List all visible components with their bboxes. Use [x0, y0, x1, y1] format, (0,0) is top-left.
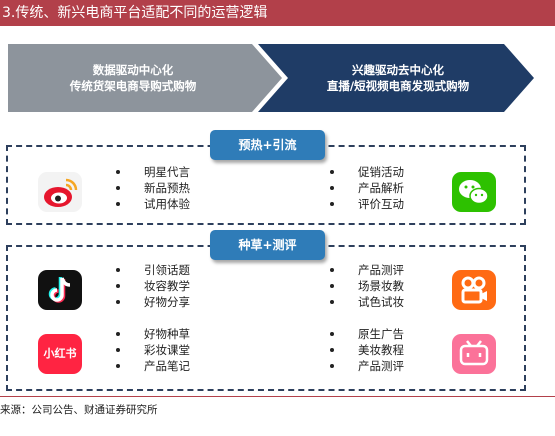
left-arrow-line2: 传统货架电商导购式购物 — [69, 79, 197, 93]
right-arrow-shape — [258, 44, 534, 112]
section-seeding-label: 种草+测评 — [210, 230, 325, 260]
bilibili-icon — [452, 334, 496, 374]
preheat-left-list: 明星代言 新品预热 试用体验 — [114, 164, 190, 212]
list-item: 试色试妆 — [328, 294, 404, 310]
list-item: 产品测评 — [328, 262, 404, 278]
list-item: 新品预热 — [114, 180, 190, 196]
list-item: 产品解析 — [328, 180, 404, 196]
left-arrow-line1: 数据驱动中心化 — [92, 63, 174, 77]
source-note: 来源：公司公告、财通证券研究所 — [0, 404, 158, 416]
left-arrow-shape — [8, 44, 282, 112]
seeding-right-list-2: 原生广告 美妆教程 产品测评 — [328, 326, 404, 374]
section-preheat-label: 预热+引流 — [210, 130, 325, 160]
list-item: 美妆教程 — [328, 342, 404, 358]
douyin-icon — [38, 270, 82, 310]
seeding-left-list-2: 好物种草 彩妆课堂 产品笔记 — [114, 326, 190, 374]
list-item: 明星代言 — [114, 164, 190, 180]
list-item: 促销活动 — [328, 164, 404, 180]
seeding-left-list-1: 引领话题 妆容教学 好物分享 — [114, 262, 190, 310]
weibo-icon — [38, 172, 82, 212]
list-item: 妆容教学 — [114, 278, 190, 294]
logic-arrows — [8, 44, 534, 112]
list-item: 引领话题 — [114, 262, 190, 278]
list-item: 产品笔记 — [114, 358, 190, 374]
preheat-right-list: 促销活动 产品解析 评价互动 — [328, 164, 404, 212]
kuaishou-icon — [452, 270, 496, 310]
list-item: 好物种草 — [114, 326, 190, 342]
list-item: 原生广告 — [328, 326, 404, 342]
section-seeding-box — [6, 245, 526, 391]
xiaohongshu-text: 小红书 — [43, 347, 77, 360]
section-title: 3.传统、新兴电商平台适配不同的运营逻辑 — [0, 0, 555, 26]
list-item: 彩妆课堂 — [114, 342, 190, 358]
right-arrow-line2: 直播/短视频电商发现式购物 — [326, 79, 470, 93]
seeding-right-list-1: 产品测评 场景妆教 试色试妆 — [328, 262, 404, 310]
list-item: 试用体验 — [114, 196, 190, 212]
footer-rule — [0, 396, 555, 397]
wechat-icon — [452, 172, 496, 212]
list-item: 评价互动 — [328, 196, 404, 212]
right-arrow-label: 兴趣驱动去中心化 直播/短视频电商发现式购物 — [280, 62, 516, 94]
right-arrow-line1: 兴趣驱动去中心化 — [352, 63, 444, 77]
list-item: 好物分享 — [114, 294, 190, 310]
list-item: 场景妆教 — [328, 278, 404, 294]
list-item: 产品测评 — [328, 358, 404, 374]
xiaohongshu-icon: 小红书 — [38, 334, 82, 374]
left-arrow-label: 数据驱动中心化 传统货架电商导购式购物 — [8, 62, 258, 94]
